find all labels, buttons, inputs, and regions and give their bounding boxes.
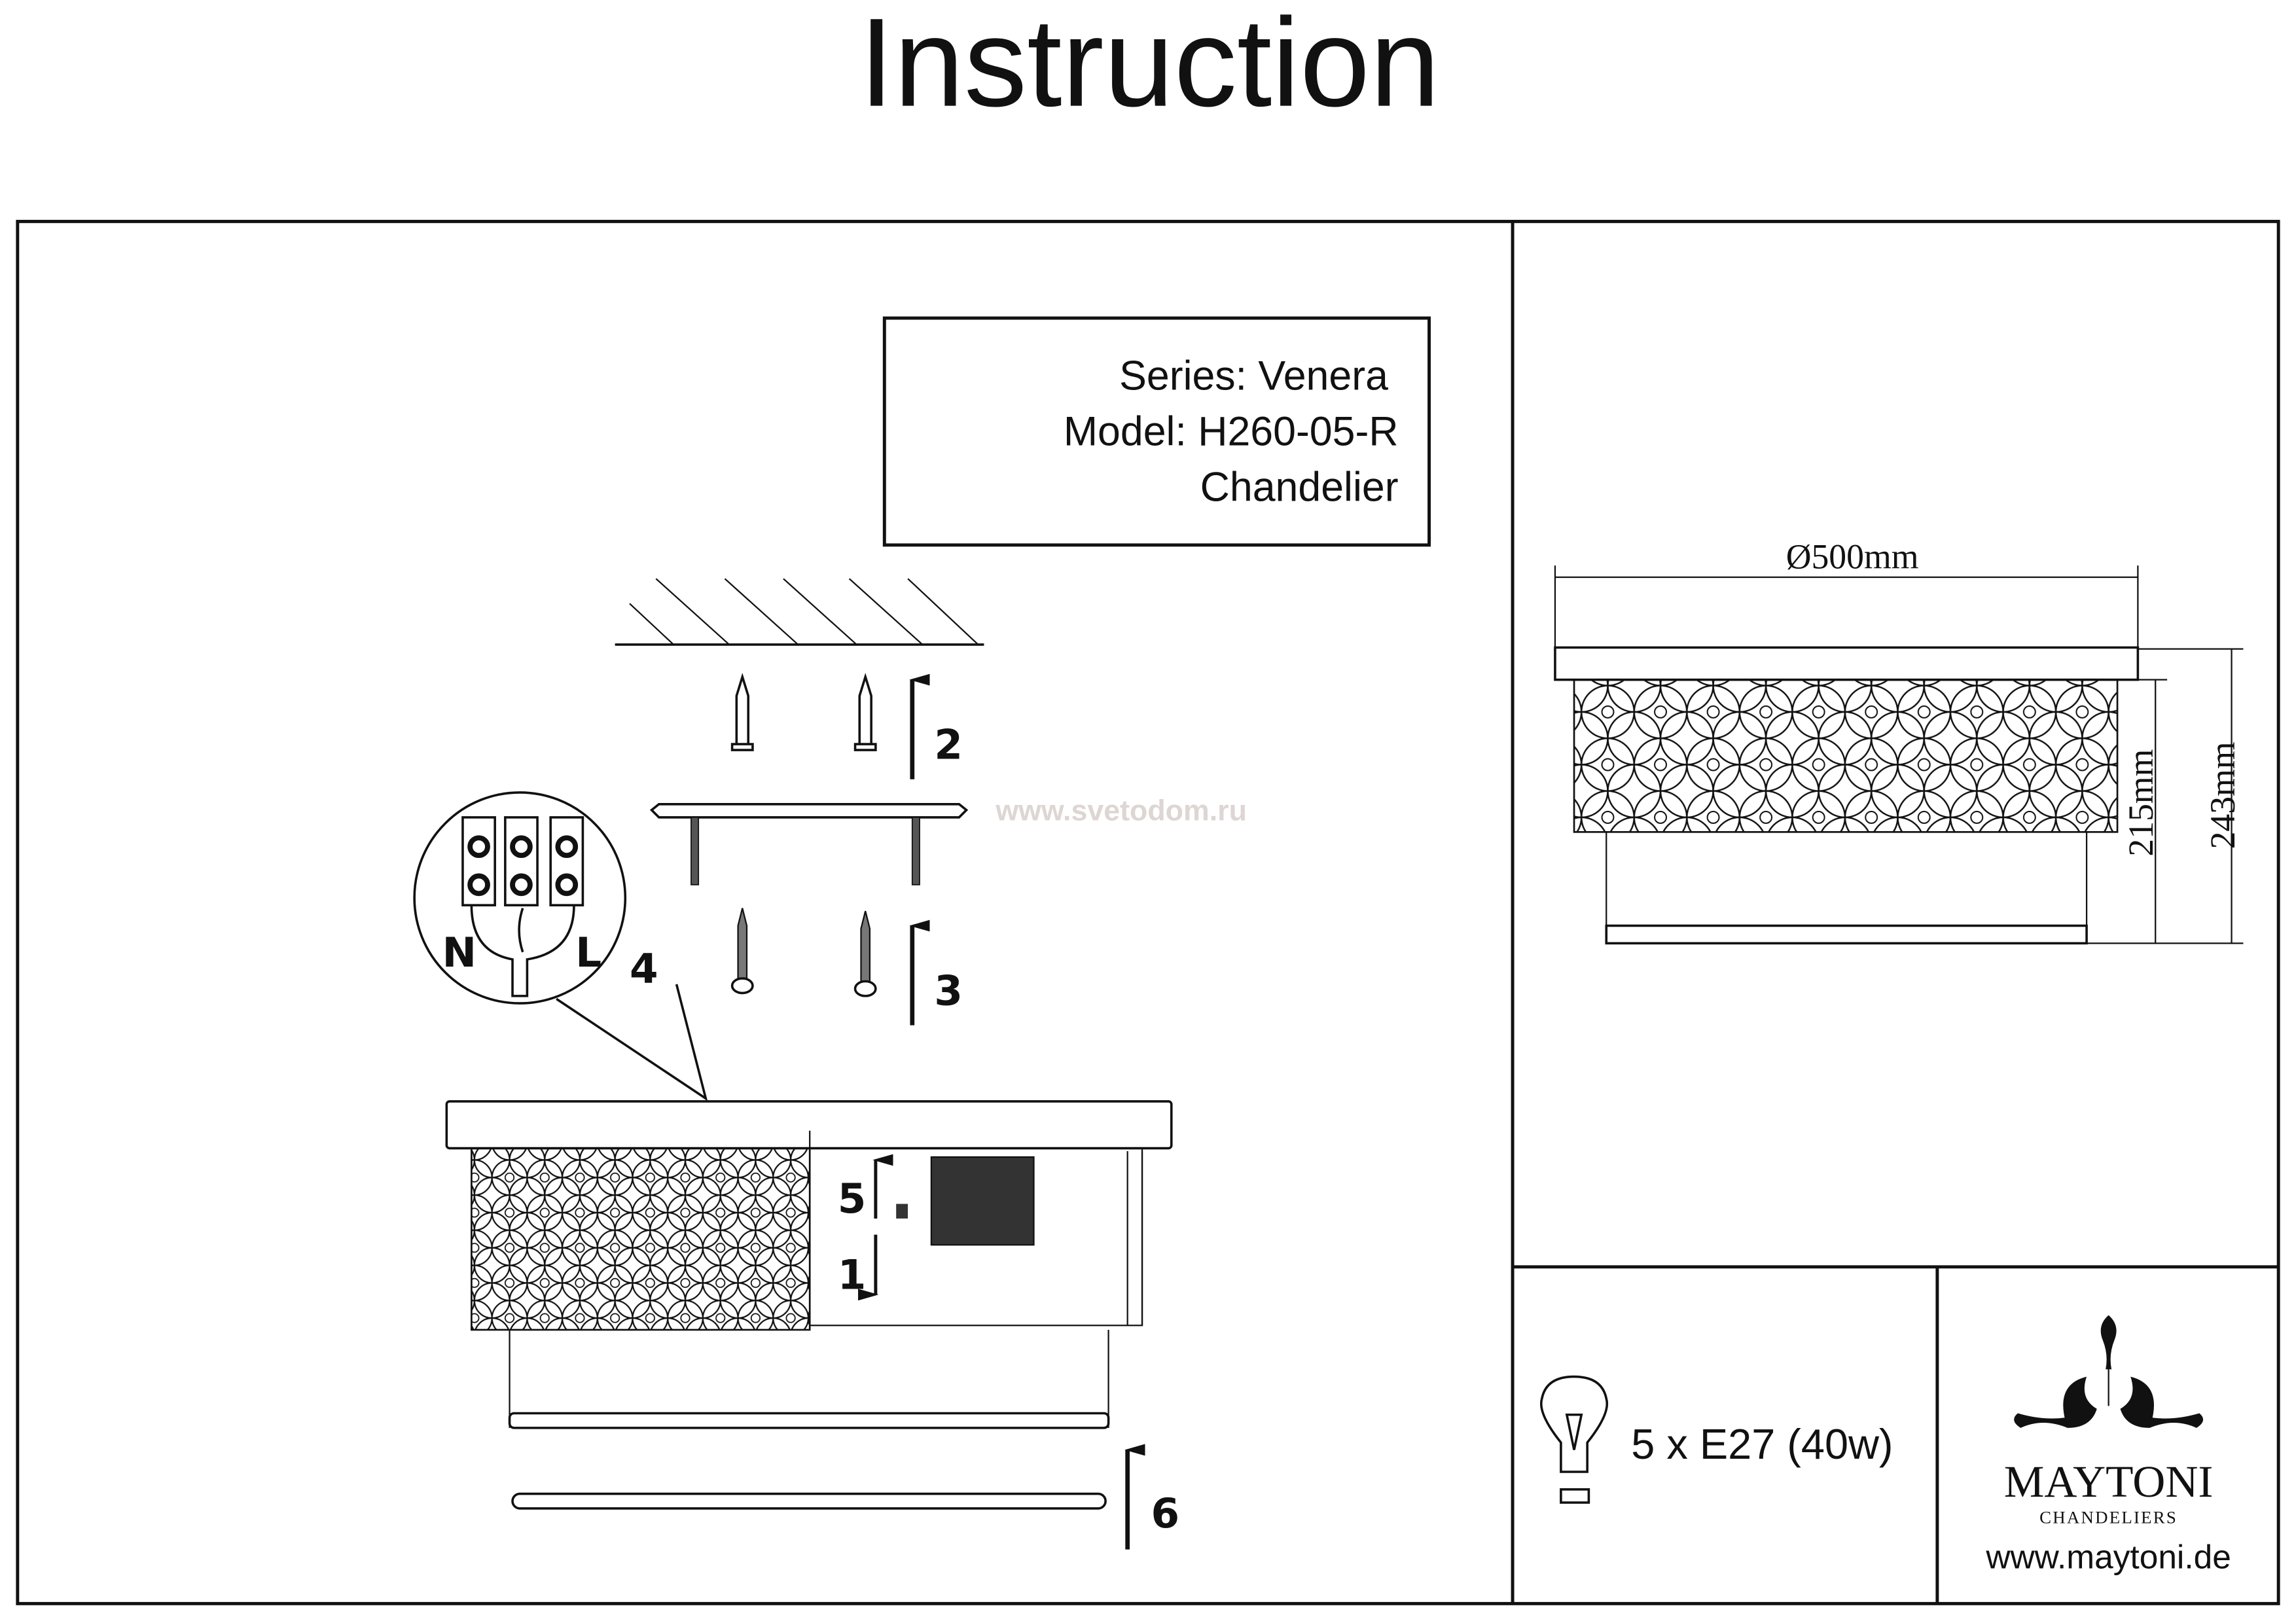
chandelier-assembly-drawing [445,1100,1173,1510]
model-label: Model: H260-05-R [1064,409,1399,455]
step-4-label: 4 [630,945,658,993]
step-3-label: 3 [934,967,963,1014]
screw-icon [730,908,877,997]
terminal-block-detail: N L [413,791,708,1101]
bulb-icon [1540,1375,1609,1504]
series-label: Series: Venera [1119,353,1388,399]
body-height-label: 215mm [2121,749,2161,857]
info-box: Series: Venera Model: H260-05-R Chandeli… [882,316,1431,547]
step-2-label: 2 [934,721,963,768]
maytoni-logo: MAYTONI CHANDELIERS [2004,1315,2214,1527]
step-6-label: 6 [1151,1489,1179,1537]
brand-url: www.maytoni.de [1985,1538,2231,1576]
type-label: Chandelier [1200,465,1399,510]
wall-anchor-icon [730,673,877,751]
brand-name: MAYTONI [2004,1457,2214,1507]
brand-tagline: CHANDELIERS [2039,1507,2178,1527]
frame [16,219,2280,1605]
dimension-drawing: Ø500mm 215mm 243mm [1554,537,2244,945]
page-title: Instruction [859,0,1440,133]
live-label: L [575,929,601,976]
step-5-label: 5 [838,1175,867,1222]
bulb-spec: 5 x E27 (40w) [1631,1420,1893,1468]
step-1-label: 1 [838,1251,867,1298]
mounting-plate-icon [649,803,969,885]
ceiling-icon [615,578,984,646]
diameter-label: Ø500mm [1786,537,1919,577]
neutral-label: N [442,929,476,976]
total-height-label: 243mm [2203,741,2242,849]
watermark: www.svetodom.ru [995,794,1247,827]
